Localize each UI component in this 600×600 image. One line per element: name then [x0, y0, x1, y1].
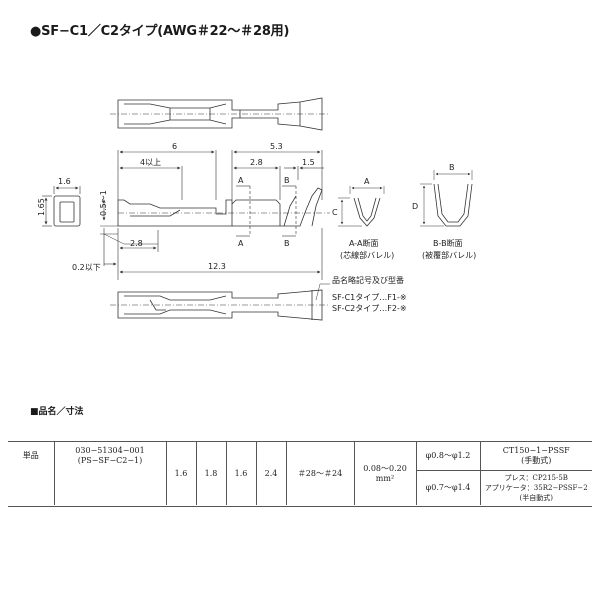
aa-sub: (芯線部バレル)	[340, 250, 394, 260]
top-view	[110, 97, 330, 131]
bb-caption: B-B断面	[433, 238, 463, 248]
dim-0-2-label: 0.2以下	[72, 263, 101, 272]
marker-b-top: B	[284, 176, 290, 185]
tool2-applicator: アプリケータ：35R2−PSSF−2	[484, 484, 588, 492]
dim-0-5-1-label: 0.5〜1	[99, 190, 108, 216]
marker-b-bottom: B	[284, 239, 290, 248]
bb-label-b: B	[449, 163, 455, 172]
cell-empty-1	[8, 471, 54, 506]
page-title: ●SF−C1／C2タイプ(AWG＃22〜＃28用)	[30, 24, 290, 39]
dimensions-lower	[100, 228, 323, 280]
technical-drawing: 6 4以上 5.3 2.8 1.5 A B A B	[37, 97, 476, 321]
section-title: ■品名／寸法	[30, 407, 84, 417]
bottom-view	[110, 283, 330, 321]
aa-label-c: C	[332, 208, 338, 217]
area-unit: mm²	[375, 473, 395, 483]
dim-0-5-1	[100, 199, 118, 227]
section-aa	[338, 186, 385, 227]
dim-6-label: 6	[172, 142, 177, 151]
part-code: (PS−SF−C2−1)	[77, 456, 143, 466]
area-range: 0.08〜0.20	[363, 463, 407, 473]
table-bottom-rule	[8, 506, 592, 507]
part-number: 030−51304−001	[75, 446, 145, 456]
cell-tool2: プレス：CP215-5B アプリケータ：35R2−PSSF−2 (半自動式)	[479, 470, 592, 505]
cell-b: 1.8	[195, 441, 226, 505]
dim-1-65-label: 1.65	[37, 198, 46, 216]
cell-c: 1.6	[225, 441, 256, 505]
aa-label-a: A	[364, 177, 370, 186]
spec-table: 単品 030−51304−001 (PS−SF−C2−1) 1.6 1.8 1.…	[8, 441, 592, 505]
tool1-type: (手動式)	[521, 456, 552, 465]
bb-sub: (被覆部バレル)	[422, 250, 476, 260]
side-view	[117, 187, 330, 227]
cell-d: 2.4	[255, 441, 286, 505]
marking-label: 品名略記号及び型番	[332, 275, 404, 285]
cell-part-number: 030−51304−001 (PS−SF−C2−1)	[53, 441, 166, 471]
dim-1-5-label: 1.5	[302, 158, 315, 167]
section-bb	[420, 170, 473, 227]
cell-empty-2	[53, 470, 166, 505]
marking-c1: SF-C1タイプ…F1-※	[332, 293, 407, 302]
tool1-name: CT150−1−PSSF	[502, 446, 570, 455]
marker-a-bottom: A	[238, 239, 244, 248]
marker-a-top: A	[238, 176, 244, 185]
dim-2-8-top-label: 2.8	[250, 158, 263, 167]
cell-phi1: φ0.8〜φ1.2	[415, 441, 480, 471]
tool2-type: (半自動式)	[519, 494, 553, 502]
tool2-press: プレス：CP215-5B	[504, 474, 568, 482]
dim-5-3-label: 5.3	[270, 142, 283, 151]
cell-phi2: φ0.7〜φ1.4	[415, 470, 480, 505]
cell-area: 0.08〜0.20 mm²	[353, 441, 416, 505]
cell-a: 1.6	[165, 441, 196, 505]
dim-1-6-label: 1.6	[58, 177, 71, 186]
marking-c2: SF-C2タイプ…F2-※	[332, 304, 407, 313]
bb-label-d: D	[412, 202, 418, 211]
dim-4-label: 4以上	[140, 158, 161, 167]
cell-tool1: CT150−1−PSSF (手動式)	[479, 441, 592, 471]
end-view	[42, 186, 81, 227]
dimensions-upper	[117, 150, 324, 200]
cell-single-label: 単品	[8, 441, 54, 471]
section-lines	[236, 185, 297, 237]
dim-12-3-label: 12.3	[208, 262, 226, 271]
aa-caption: A-A断面	[349, 238, 378, 248]
cell-awg: ＃28〜＃24	[285, 441, 354, 505]
dim-2-8-bottom-label: 2.8	[130, 239, 143, 248]
